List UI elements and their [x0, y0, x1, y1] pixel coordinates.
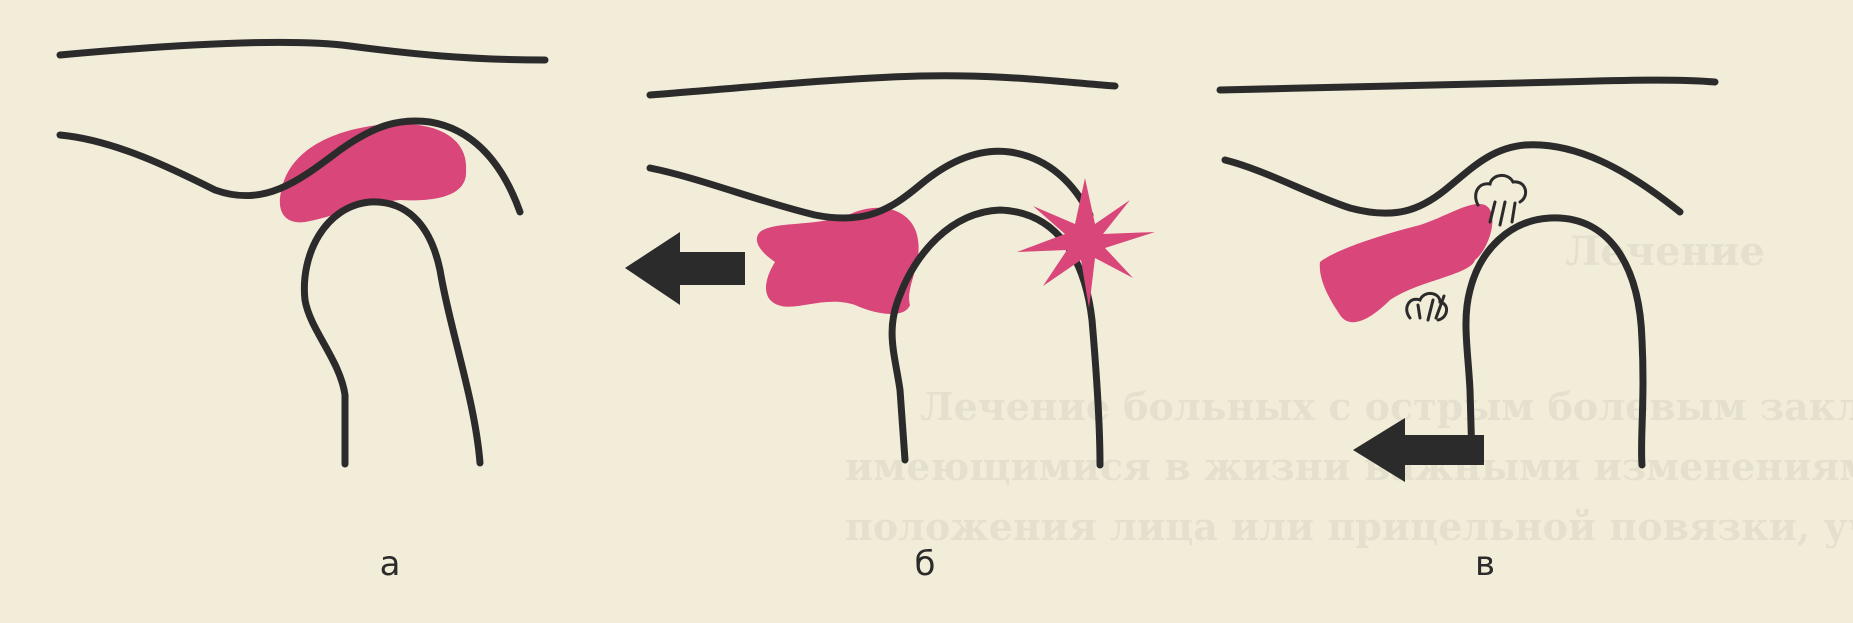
bleed-line-2: имеющимися в жизни важными изменениями ч… [845, 444, 1853, 489]
bleed-line-0: Лечение [1565, 228, 1765, 275]
articular-fossa-line [650, 151, 1090, 218]
skull-base-line [650, 76, 1115, 95]
skull-base-line [60, 42, 545, 60]
panel-label-b: б [915, 544, 936, 584]
panel-label-c: в [1475, 544, 1495, 584]
mandibular-condyle [304, 202, 480, 464]
panel-label-a: а [380, 544, 401, 584]
bleed-line-3: положения лица или прицельной повязки, у… [845, 504, 1853, 549]
articular-fossa-line [1225, 145, 1680, 213]
skull-base-line [1220, 80, 1715, 90]
articular-disc-displaced [757, 208, 919, 314]
panel-a: а [60, 42, 545, 584]
friction-puff-icon [1407, 293, 1447, 320]
left-arrow-icon [625, 232, 745, 305]
bleed-line-1: Лечение больных с острым болевым заключе… [920, 384, 1853, 429]
burst-icon [1017, 178, 1155, 308]
